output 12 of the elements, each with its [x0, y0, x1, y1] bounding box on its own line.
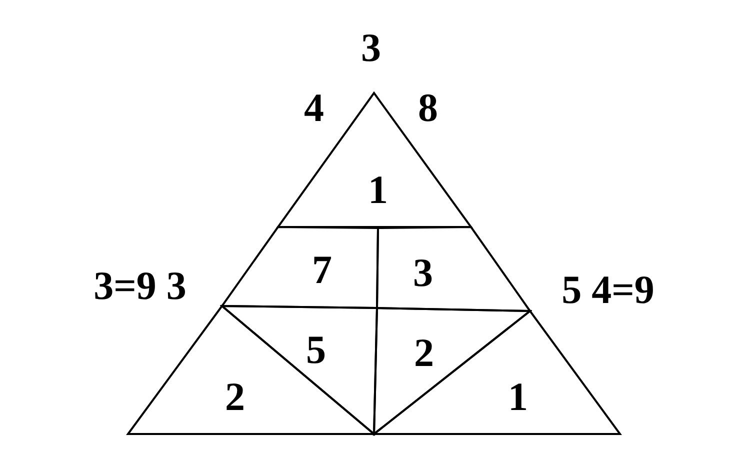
clue-number: 3 [361, 28, 381, 68]
clue-number: 5 4=9 [562, 270, 654, 310]
clue-number: 4 [304, 88, 324, 128]
region-number: 5 [306, 330, 326, 370]
clue-number: 3=9 3 [94, 266, 186, 306]
region-number: 7 [312, 250, 332, 290]
region-number: 2 [414, 333, 434, 373]
clue-number: 8 [418, 88, 438, 128]
region-number: 1 [508, 377, 528, 417]
region-number: 1 [368, 170, 388, 210]
region-number: 3 [413, 253, 433, 293]
region-number: 2 [225, 377, 245, 417]
